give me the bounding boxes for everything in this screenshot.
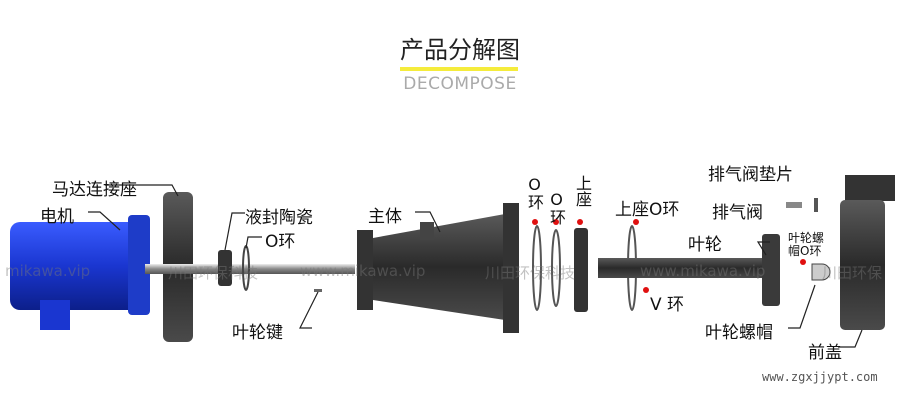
o-ring (532, 225, 542, 311)
label-o-ring-3: O环 (547, 190, 566, 225)
impeller-shaft (598, 258, 768, 278)
motor (10, 215, 150, 330)
label-motor: 电机 (40, 207, 74, 227)
label-v-ring: V 环 (650, 295, 685, 315)
leader-lines (88, 184, 863, 348)
impeller-key (314, 289, 322, 292)
title-underline (400, 67, 518, 71)
footer-site: www.zgxjjypt.com (762, 370, 878, 384)
label-impeller: 叶轮 (688, 235, 722, 255)
watermark: www.mikawa.vip (300, 262, 426, 280)
vent-valve (786, 202, 802, 208)
vent-valve-gasket (814, 198, 818, 212)
label-impeller-key: 叶轮键 (232, 323, 283, 343)
shaft (145, 264, 355, 274)
watermark: 川田环保科技 (168, 264, 259, 282)
page-subtitle: DECOMPOSE (403, 74, 517, 94)
main-body (357, 203, 519, 333)
label-o-ring-1: O环 (265, 232, 296, 252)
watermark: www.mikawa.vip (640, 262, 766, 280)
watermark: mikawa.vip (5, 262, 91, 280)
watermark: 川田环保科技 (485, 264, 576, 282)
label-o-ring-2: O环 (525, 175, 544, 210)
red-markers (532, 219, 806, 293)
label-impeller-nut-o-ring: 叶轮螺帽O环 (788, 231, 825, 258)
label-vent-valve-gasket: 排气阀垫片 (708, 165, 793, 185)
label-front-cover: 前盖 (808, 343, 842, 363)
seal-ceramic (218, 250, 232, 286)
label-upper-seat-o-ring: 上座O环 (615, 200, 680, 220)
label-main-body: 主体 (368, 207, 402, 227)
watermark: 川田环保 (822, 264, 883, 282)
impeller-nut (811, 263, 831, 281)
upper-seat (574, 228, 588, 312)
page-title: 产品分解图 (400, 36, 520, 64)
label-seal-ceramic: 液封陶瓷 (245, 208, 313, 228)
label-vent-valve: 排气阀 (712, 203, 763, 223)
label-upper-seat: 上座 (573, 175, 592, 207)
o-ring (551, 229, 561, 307)
impeller (762, 234, 780, 306)
label-impeller-nut: 叶轮螺帽 (705, 323, 773, 343)
label-motor-coupling: 马达连接座 (52, 180, 137, 200)
front-cover (840, 175, 895, 330)
